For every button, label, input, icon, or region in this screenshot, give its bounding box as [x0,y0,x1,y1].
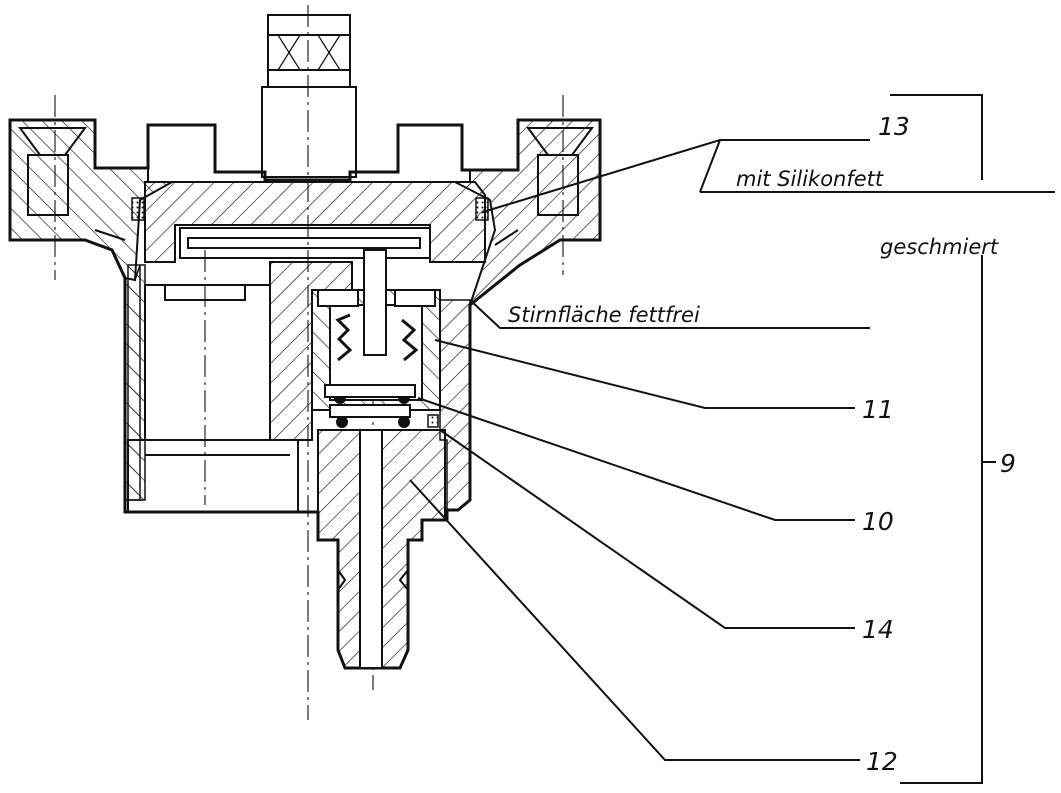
label-part-10: 10 [862,507,894,536]
label-geschmiert: geschmiert [880,235,999,259]
label-part-14: 14 [862,615,894,644]
leader-lines [409,94,1055,784]
housing-section [8,118,602,670]
label-stirnflaeche-fettfrei: Stirnfläche fettfrei [508,303,700,327]
label-mit-silikonfett: mit Silikonfett [736,167,884,191]
top-stem [261,14,357,178]
label-part-11: 11 [862,395,894,424]
label-part-12: 12 [866,747,898,776]
label-part-9: 9 [1000,449,1016,478]
label-part-13: 13 [878,112,910,141]
